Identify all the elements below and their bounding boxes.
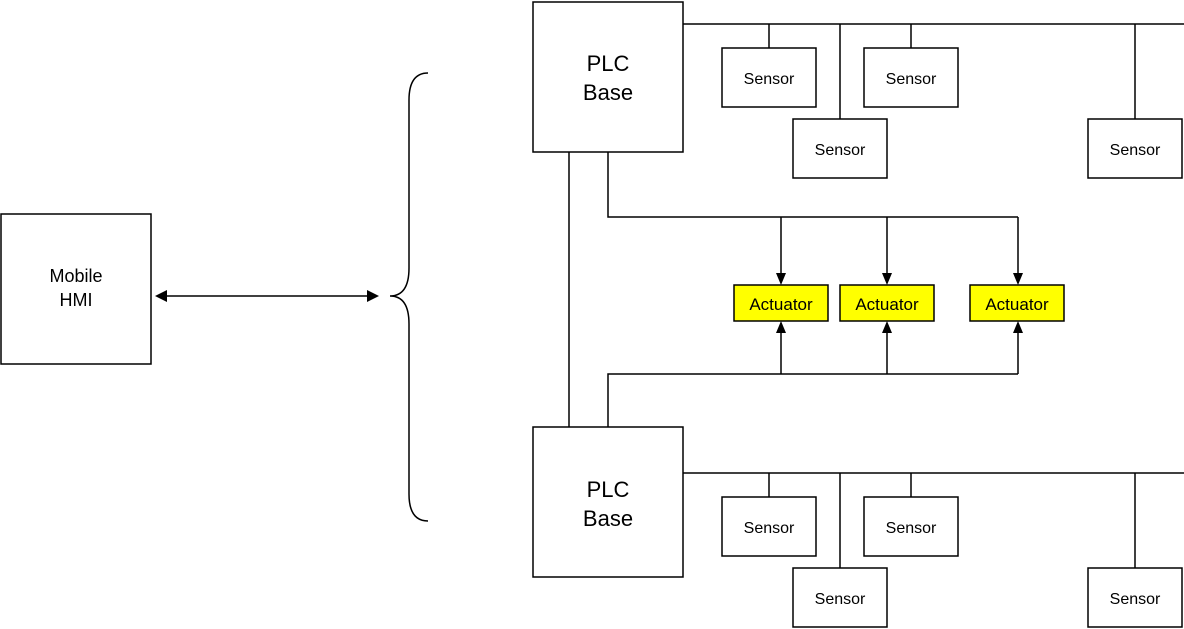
sensor-bus-bottom [683,472,1184,568]
actuator-feed-bottom-arrowheads [776,321,1023,333]
actuator-3: Actuator [969,284,1065,322]
hmi-label-line1: Mobile [49,266,102,286]
sensor-label: Sensor [886,71,937,88]
plc-bottom-label-line1: PLC [587,477,630,502]
sensor-bottom-2: Sensor [863,496,959,557]
hmi-link-arrow [155,290,379,302]
actuator-2: Actuator [839,284,935,322]
sensor-label: Sensor [1110,142,1161,159]
sensor-bottom-4: Sensor [1087,567,1183,628]
sensor-label: Sensor [1110,591,1161,608]
plc-top-label-line1: PLC [587,51,630,76]
sensor-label: Sensor [744,71,795,88]
plc-top-label-line2: Base [583,80,633,105]
actuator-label: Actuator [749,295,813,314]
sensor-top-2: Sensor [863,47,959,108]
sensor-bottom-3: Sensor [792,567,888,628]
sensor-top-3: Sensor [792,118,888,179]
sensor-top-1: Sensor [721,47,817,108]
sensor-label: Sensor [815,591,866,608]
sensor-label: Sensor [886,520,937,537]
actuator-label: Actuator [855,295,919,314]
sensor-bottom-1: Sensor [721,496,817,557]
plc-base-bottom: PLC Base [532,426,684,578]
hmi-label-line2: HMI [60,290,93,310]
plc-base-top: PLC Base [532,1,684,153]
sensor-label: Sensor [815,142,866,159]
sensor-bus-top [683,23,1184,119]
actuator-feed-bottom [607,332,1019,427]
sensor-top-4: Sensor [1087,118,1183,179]
actuator-feed-top-arrowheads [776,273,1023,285]
sensor-label: Sensor [744,520,795,537]
actuator-feed-top [607,152,1019,274]
actuator-label: Actuator [985,295,1049,314]
mobile-hmi-node: Mobile HMI [0,213,152,365]
plc-bottom-label-line2: Base [583,506,633,531]
network-brace [389,72,429,522]
actuator-1: Actuator [733,284,829,322]
